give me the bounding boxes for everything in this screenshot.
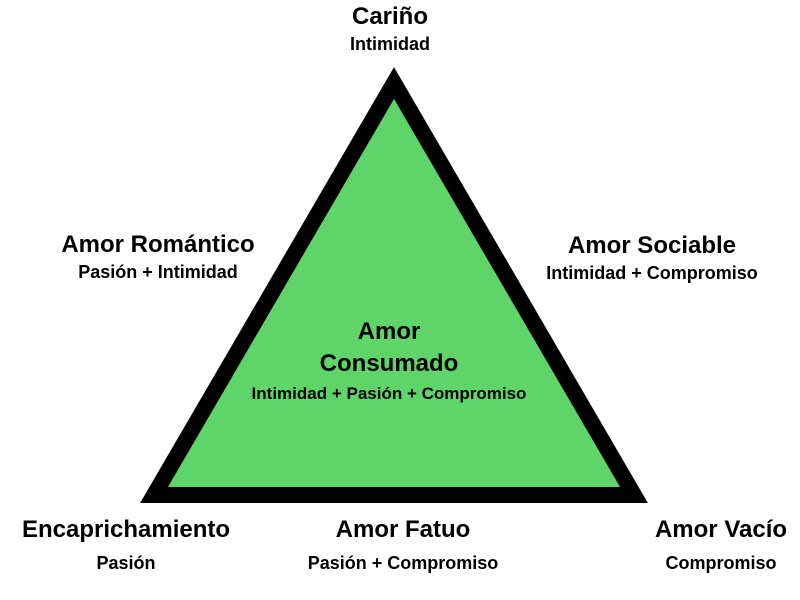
top-vertex-label: Cariño Intimidad	[350, 2, 430, 56]
center-title-line1: Amor	[357, 318, 421, 345]
bottom-right-vertex-label: Amor Vacío Compromiso	[655, 514, 787, 580]
bottom-left-vertex-subtitle: Pasión	[96, 553, 156, 573]
upper-right-side-title: Amor Sociable	[567, 232, 737, 259]
center-label: Amor Consumado Intimidad + Pasión + Comp…	[252, 316, 527, 408]
bottom-right-vertex-title: Amor Vacío	[654, 516, 788, 543]
bottom-center-side-title: Amor Fatuo	[335, 516, 471, 543]
bottom-left-vertex-label: Encaprichamiento Pasión	[22, 514, 230, 580]
bottom-center-side-label: Amor Fatuo Pasión + Compromiso	[308, 514, 499, 580]
top-vertex-title: Cariño	[351, 3, 428, 30]
center-subtitle: Intimidad + Pasión + Compromiso	[251, 384, 527, 403]
love-triangle	[140, 67, 648, 503]
bottom-center-side-subtitle: Pasión + Compromiso	[307, 553, 499, 573]
bottom-left-vertex-title: Encaprichamiento	[21, 516, 231, 543]
upper-right-side-subtitle: Intimidad + Compromiso	[546, 263, 758, 283]
upper-left-side-label: Amor Romántico Pasión + Intimidad	[61, 230, 254, 284]
bottom-right-vertex-subtitle: Compromiso	[665, 553, 777, 573]
top-vertex-subtitle: Intimidad	[350, 34, 430, 54]
center-title-line2: Consumado	[319, 350, 459, 377]
upper-right-side-label: Amor Sociable Intimidad + Compromiso	[546, 231, 758, 285]
upper-left-side-title: Amor Romántico	[61, 231, 255, 258]
upper-left-side-subtitle: Pasión + Intimidad	[78, 262, 238, 282]
